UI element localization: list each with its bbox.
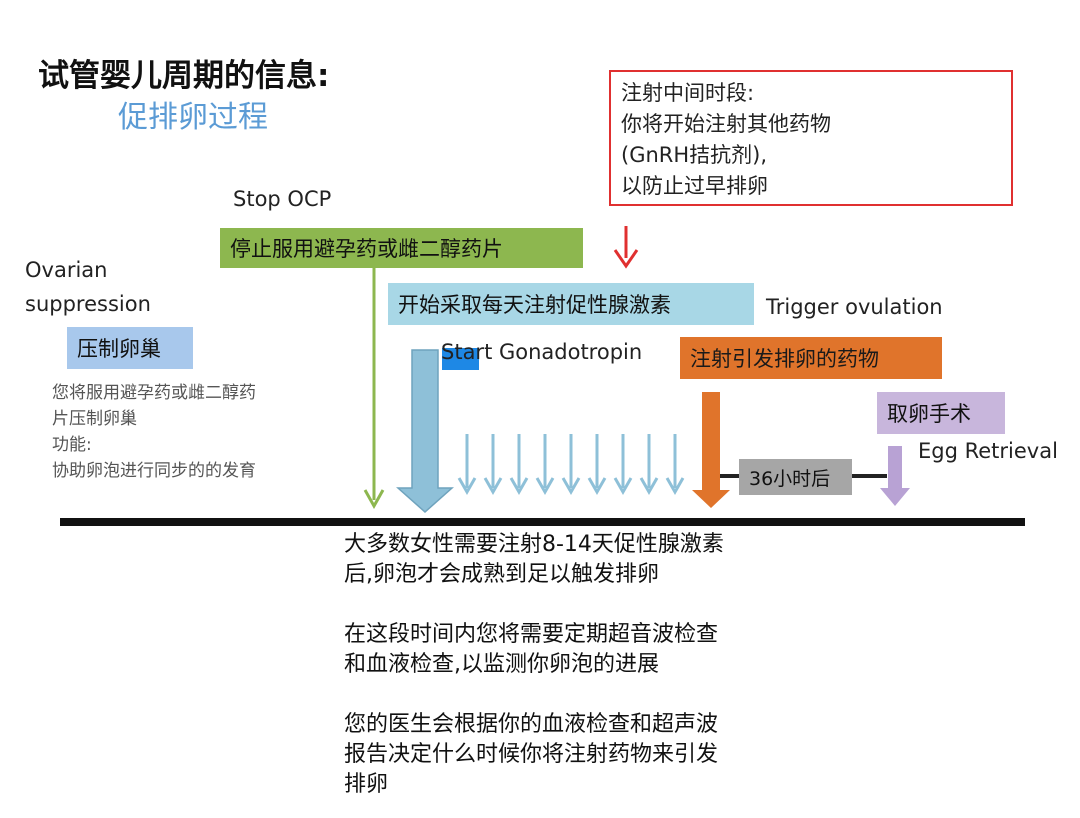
note-line: 你将开始注射其他药物 xyxy=(621,112,831,136)
text-line: 大多数女性需要注射8-14天促性腺激素 xyxy=(344,532,724,557)
small-blue-arrow-group xyxy=(457,434,685,496)
down-arrow-small-blue-icon xyxy=(613,434,633,496)
timeline-bar xyxy=(60,518,1025,526)
trigger-box: 注射引发排卵的药物 xyxy=(680,337,942,379)
desc-line: 片压制卵巢 xyxy=(52,409,137,429)
down-arrow-red-icon xyxy=(613,226,639,269)
down-arrow-orange-icon xyxy=(692,392,730,508)
text-line: 和血液检查,以监测你卵泡的进展 xyxy=(344,652,659,677)
page-subtitle: 促排卵过程 xyxy=(118,100,268,135)
interval-box: 36小时后 xyxy=(739,459,852,495)
down-arrow-small-blue-icon xyxy=(639,434,659,496)
egg-retrieval-box: 取卵手术 xyxy=(877,392,1005,434)
text-line: 报告决定什么时候你将注射药物来引发 xyxy=(344,742,719,767)
antagonist-note-box: 注射中间时段: 你将开始注射其他药物 (GnRH拮抗剂), 以防止过早排卵 xyxy=(609,70,1013,206)
desc-line: 协助卵泡进行同步的的发育 xyxy=(52,461,256,481)
down-arrow-small-blue-icon xyxy=(509,434,529,496)
text-line: 后,卵泡才会成熟到足以触发排卵 xyxy=(344,562,659,587)
highlight-chip xyxy=(442,348,479,370)
note-line: 以防止过早排卵 xyxy=(621,174,768,198)
note-line: 注射中间时段: xyxy=(621,81,755,105)
down-arrow-small-blue-icon xyxy=(483,434,503,496)
egg-retrieval-label: Egg Retrieval xyxy=(918,439,1058,463)
text-line: 在这段时间内您将需要定期超音波检查 xyxy=(344,622,719,647)
ovarian-suppression-box: 压制卵巢 xyxy=(67,327,193,369)
down-arrow-small-blue-icon xyxy=(665,434,685,496)
ovarian-suppression-description: 您将服用避孕药或雌二醇药 片压制卵巢 功能: 协助卵泡进行同步的的发育 xyxy=(52,380,256,484)
down-arrow-big-blue-icon xyxy=(396,349,454,514)
stop-ocp-box: 停止服用避孕药或雌二醇药片 xyxy=(220,228,583,268)
text-line: 排卵 xyxy=(344,772,389,797)
note-line: (GnRH拮抗剂), xyxy=(621,143,768,167)
gonadotropin-box: 开始采取每天注射促性腺激素 xyxy=(388,283,754,325)
gonadotropin-label: Start Gonadotropin xyxy=(441,340,643,364)
desc-line: 功能: xyxy=(52,435,92,455)
connector-left xyxy=(720,474,740,478)
bottom-explanation: 大多数女性需要注射8-14天促性腺激素 后,卵泡才会成熟到足以触发排卵 在这段时… xyxy=(344,530,724,800)
ovarian-label-line2: suppression xyxy=(25,292,151,316)
down-arrow-purple-icon xyxy=(880,446,910,506)
stop-ocp-label: Stop OCP xyxy=(233,187,332,211)
down-arrow-small-blue-icon xyxy=(587,434,607,496)
trigger-label: Trigger ovulation xyxy=(766,295,943,319)
down-arrow-small-blue-icon xyxy=(561,434,581,496)
text-line: 您的医生会根据你的血液检查和超声波 xyxy=(344,712,719,737)
desc-line: 您将服用避孕药或雌二醇药 xyxy=(52,383,256,403)
page-title: 试管婴儿周期的信息: xyxy=(38,58,330,94)
connector-right xyxy=(851,474,887,478)
ovarian-label-line1: Ovarian xyxy=(25,258,108,282)
down-arrow-green-icon xyxy=(363,268,385,510)
down-arrow-small-blue-icon xyxy=(535,434,555,496)
down-arrow-small-blue-icon xyxy=(457,434,477,496)
